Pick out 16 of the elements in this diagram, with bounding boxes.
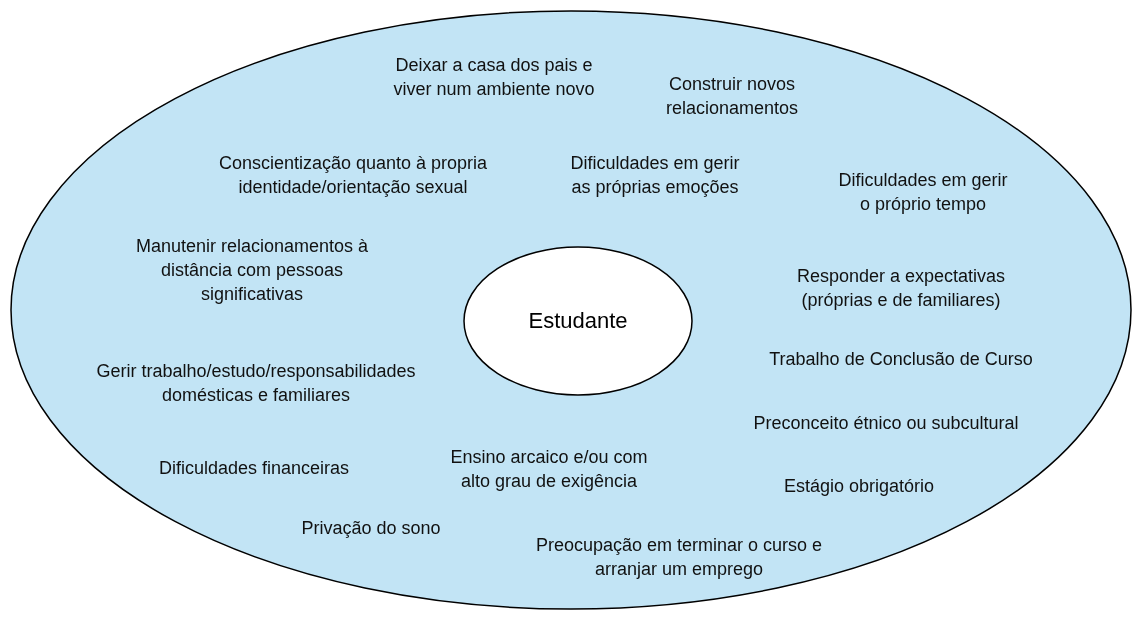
stressor-text: Responder a expectativas (próprias e de familiares) [795, 265, 1007, 312]
stressor-text: Deixar a casa dos pais e viver num ambiente novo [392, 54, 596, 101]
stressor-text: Conscientização quanto à propria identidade/orientação sexual [217, 152, 489, 199]
stressor-text: Ensino arcaico e/ou com alto grau de exigência [449, 446, 649, 493]
stressor-text: Manutenir relacionamentos à distância com pessoas significativas [134, 235, 370, 306]
stressor-text: Dificuldades em gerir as próprias emoções [569, 152, 741, 199]
stressor-text: Privação do sono [300, 517, 442, 540]
stressor-text: Preocupação em terminar o curso e arranjar um emprego [534, 534, 824, 581]
stressor-text: Preconceito étnico ou subcultural [752, 412, 1020, 435]
stressor-text: Estágio obrigatório [782, 475, 936, 498]
stressor-text: Gerir trabalho/estudo/responsabilidades domésticas e familiares [95, 360, 417, 407]
stressor-text: Dificuldades financeiras [157, 457, 351, 480]
stressor-text: Trabalho de Conclusão de Curso [768, 348, 1034, 371]
node-label: Estudante [528, 308, 628, 334]
stressor-text: Dificuldades em gerir o próprio tempo [838, 169, 1008, 216]
stressor-text: Construir novos relacionamentos [664, 73, 800, 120]
